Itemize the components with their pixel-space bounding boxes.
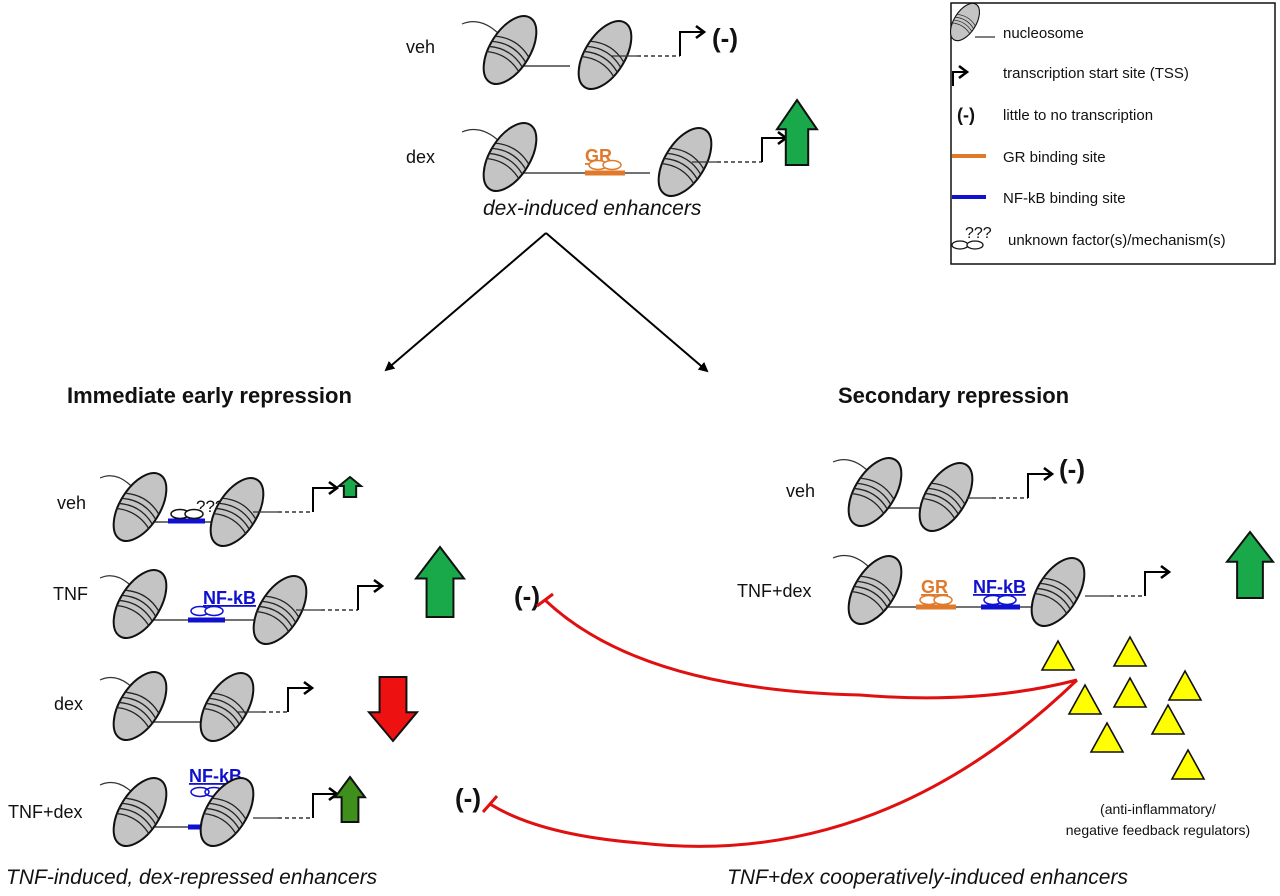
left-row-dex-label: dex <box>54 694 83 714</box>
right-gr-label: GR <box>921 577 948 597</box>
legend-label-gr: GR binding site <box>1003 149 1106 166</box>
tss-arrow-icon <box>1144 564 1172 596</box>
regulator-triangle <box>1067 683 1103 715</box>
tss-arrow-icon <box>761 130 789 162</box>
inhibition-curve-upper <box>543 598 1078 700</box>
top-row-veh-label: veh <box>406 37 435 57</box>
dna-tail <box>461 129 501 143</box>
nucleosome-icon <box>199 777 255 847</box>
nucleosome-icon <box>199 672 255 742</box>
induction-up-arrow <box>413 545 467 618</box>
nucleosome-icon <box>949 2 981 42</box>
no-transcription-icon: (-) <box>957 105 975 125</box>
legend-label-nucleosome: nucleosome <box>1003 25 1084 42</box>
right-row-veh-label: veh <box>786 481 815 501</box>
small-up-arrow <box>336 475 364 498</box>
right-nfkb-label: NF-kB <box>973 577 1026 597</box>
nucleosome-icon <box>112 777 168 847</box>
regulator-triangle <box>1089 721 1125 753</box>
tss-arrow-icon <box>287 680 315 712</box>
top-row-dex-label: dex <box>406 147 435 167</box>
inhibition-curve-lower <box>489 678 1079 848</box>
regulator-triangle <box>1150 703 1186 735</box>
legend-label-unknown: unknown factor(s)/mechanism(s) <box>1008 232 1226 249</box>
bound-factor-icon <box>983 594 1017 606</box>
unknown-factor-icon: ??? <box>965 225 992 242</box>
right-row-tnfdex-label: TNF+dex <box>737 581 812 601</box>
unknown-factor-oval <box>951 240 969 250</box>
tss-arrow-icon <box>357 578 385 610</box>
regulators-label-line2: negative feedback regulators) <box>1066 822 1250 838</box>
legend: nucleosome transcription start site (TSS… <box>949 2 1276 265</box>
right-caption: TNF+dex cooperatively-induced enhancers <box>727 866 1128 889</box>
unknown-factor-oval <box>966 240 984 250</box>
induction-up-arrow <box>775 98 819 166</box>
legend-label-no-transcription: little to no transcription <box>1003 107 1153 124</box>
bound-factor-icon <box>588 159 622 171</box>
left-tnf-effect: (-) <box>514 581 540 611</box>
left-title: Immediate early repression <box>67 383 352 408</box>
legend-label-tss: transcription start site (TSS) <box>1003 65 1189 82</box>
left-row-veh-label: veh <box>57 493 86 513</box>
nucleosome-icon <box>847 555 903 625</box>
dna-tail <box>461 21 501 36</box>
right-title: Secondary repression <box>838 383 1069 408</box>
top-row-veh-output: (-) <box>712 23 738 53</box>
right-veh-output: (-) <box>1059 454 1085 484</box>
repression-down-arrow <box>366 676 420 743</box>
tss-arrow-icon <box>679 24 707 56</box>
nucleosome-icon <box>657 127 713 197</box>
legend-label-nfkb: NF-kB binding site <box>1003 190 1126 207</box>
inhibition-bar <box>536 592 554 608</box>
regulator-triangle <box>1167 669 1203 701</box>
branch-arrow-left <box>384 232 547 372</box>
nucleosome-icon <box>112 569 168 639</box>
nucleosome-icon <box>209 477 265 547</box>
left-tnf-nfkb-label: NF-kB <box>203 588 256 608</box>
dna-tail <box>832 555 871 569</box>
left-row-tnf-label: TNF <box>53 584 88 604</box>
nucleosome-icon <box>1030 557 1086 627</box>
nucleosome-icon <box>482 15 538 85</box>
tss-arrow-icon <box>312 786 340 818</box>
left-tnfdex-effect: (-) <box>455 783 481 813</box>
nucleosome-icon <box>847 457 903 527</box>
top-caption: dex-induced enhancers <box>483 197 702 220</box>
regulator-triangle <box>1112 635 1148 667</box>
regulator-triangle <box>1112 676 1148 708</box>
regulators-label-line1: (anti-inflammatory/ <box>1100 801 1216 817</box>
dna-tail <box>832 459 871 474</box>
nucleosome-icon <box>112 671 168 741</box>
nucleosome-icon <box>482 122 538 192</box>
regulator-triangle <box>1170 748 1206 780</box>
regulator-triangle <box>1040 639 1076 671</box>
tss-arrow-icon <box>1027 466 1055 498</box>
bound-factor-icon <box>190 605 224 617</box>
nucleosome-icon <box>918 462 974 532</box>
inhibition-bar <box>481 795 499 813</box>
branch-arrow-right <box>545 232 709 373</box>
nucleosome-icon <box>112 472 168 542</box>
small-up-arrow <box>333 775 367 823</box>
induction-up-arrow <box>1224 530 1276 599</box>
bound-factor-icon <box>170 508 204 520</box>
nucleosome-icon <box>577 20 633 90</box>
bound-factor-icon <box>919 594 953 606</box>
left-caption: TNF-induced, dex-repressed enhancers <box>6 866 378 889</box>
nucleosome-icon <box>252 575 308 645</box>
left-row-tnfdex-label: TNF+dex <box>8 802 83 822</box>
tss-arrow-icon <box>952 64 970 86</box>
tss-arrow-icon <box>312 480 340 512</box>
